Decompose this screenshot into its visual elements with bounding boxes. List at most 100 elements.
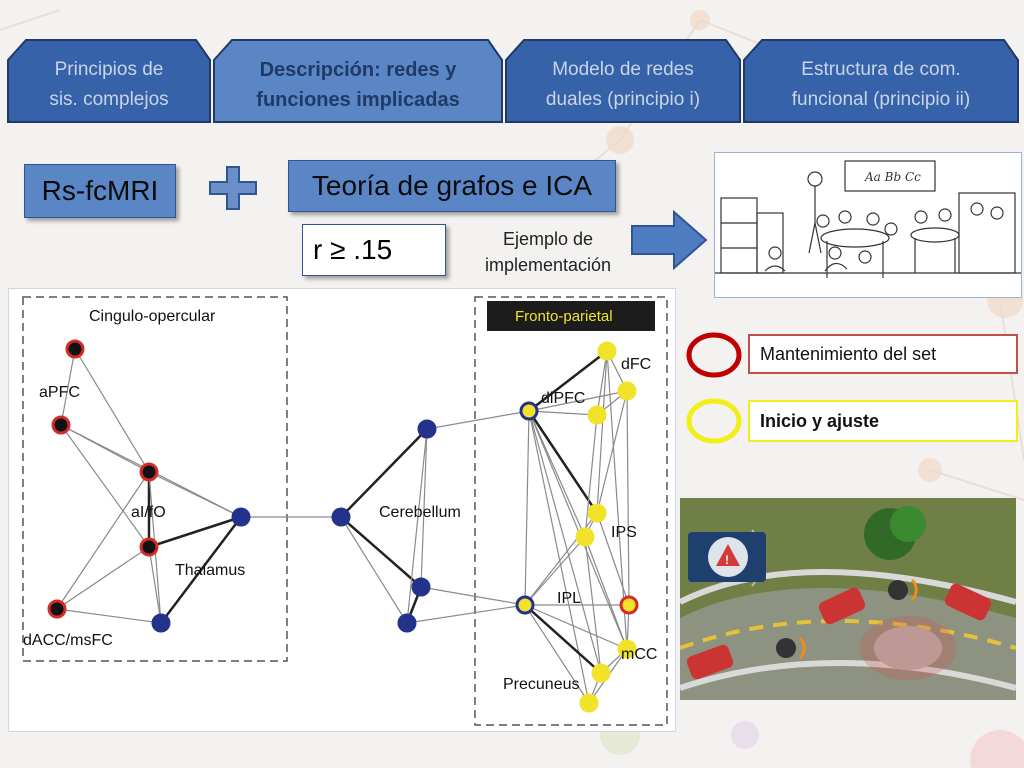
graph-theory-box: Teoría de grafos e ICA [288, 160, 616, 212]
network-node-cer3 [411, 577, 431, 597]
network-node-ipl1 [515, 595, 535, 615]
tab-label-line1: Descripción: redes y [259, 59, 457, 81]
network-node-aifo1 [139, 462, 159, 482]
graph-theory-label: Teoría de grafos e ICA [311, 170, 593, 201]
network-node-dacc [47, 599, 67, 619]
cingulo-opercular-region [22, 296, 288, 662]
network-edge [420, 586, 526, 606]
tab-shape [7, 39, 211, 123]
tab-label-line1: Estructura de com. [801, 59, 961, 80]
tab-descripcion[interactable]: Descripción: redes y funciones implicadas [212, 38, 504, 124]
network-edge [528, 390, 628, 412]
network-edge [420, 428, 428, 588]
network-edge [60, 424, 150, 548]
label-dfc: dFC [621, 356, 651, 373]
network-edge [148, 546, 162, 624]
classroom-drawing: Aa Bb Cc [715, 160, 1021, 278]
board-text: Aa Bb Cc [864, 170, 921, 184]
fronto-parietal-region [474, 296, 668, 726]
network-edge [524, 604, 628, 650]
tab-label-line2: duales (principio i) [545, 89, 701, 110]
network-edge [340, 516, 422, 588]
network-edge [528, 410, 598, 416]
driving-scene: ! [680, 498, 1016, 700]
legend-maintenance-label: Mantenimiento del set [760, 343, 937, 364]
label-thalamus: Thalamus [175, 562, 245, 579]
label-aifo: aI/fO [131, 504, 166, 521]
network-edge [56, 546, 150, 610]
network-node-cer2 [417, 419, 437, 439]
network-edge [528, 410, 628, 650]
network-node-ipl2 [619, 595, 639, 615]
yellow-ring-icon [686, 398, 742, 444]
network-edge [56, 471, 150, 610]
example-caption-line2: implementación [484, 255, 612, 275]
network-edge [340, 428, 428, 518]
label-apfc: aPFC [39, 384, 80, 401]
network-edge [406, 604, 526, 624]
network-node-ips2 [575, 527, 595, 547]
network-edge [524, 604, 590, 704]
network-node-cer4 [397, 613, 417, 633]
network-edge [596, 390, 628, 514]
classroom-illustration: Aa Bb Cc [714, 152, 1022, 298]
tab-estructura[interactable]: Estructura de com. funcional (principio i… [742, 38, 1020, 124]
network-edge [160, 516, 242, 624]
tab-label-line1: Principios de [54, 59, 164, 80]
tab-modelo-redes[interactable]: Modelo de redes duales (principio i) [504, 38, 742, 124]
red-ring-icon [686, 332, 742, 378]
driving-illustration: ! [680, 498, 1016, 700]
network-node-prec1 [591, 663, 611, 683]
threshold-box: r ≥ .15 [302, 224, 446, 276]
network-node-dfc1 [597, 341, 617, 361]
fronto-parietal-title-bg [487, 301, 655, 331]
network-graph: Cingulo-opercular Fronto-parietal aPFC a… [22, 296, 668, 726]
network-edge [60, 348, 76, 426]
network-edge [340, 516, 408, 624]
label-mcc: mCC [621, 646, 657, 663]
network-node-dfc2 [617, 381, 637, 401]
network-edge [584, 536, 628, 650]
label-dlpfc: dlPFC [541, 390, 585, 407]
network-diagram: Cingulo-opercular Fronto-parietal aPFC a… [8, 288, 676, 732]
label-ipl: IPL [557, 590, 581, 607]
network-edge [524, 410, 530, 606]
label-cerebellum: Cerebellum [379, 504, 461, 521]
network-node-prec2 [579, 693, 599, 713]
svg-text:!: ! [725, 553, 729, 567]
network-node-dlpfc [519, 401, 539, 421]
tab-shape [743, 39, 1019, 123]
label-precuneus: Precuneus [503, 676, 580, 693]
network-node-mcc [617, 639, 637, 659]
network-edge [148, 471, 242, 518]
legend-start-adjust-label: Inicio y ajuste [760, 410, 880, 431]
legend-maintenance: Mantenimiento del set [748, 334, 1018, 374]
network-node-apfc [65, 339, 85, 359]
network-edge [527, 410, 599, 514]
plus-icon [209, 166, 257, 210]
example-caption: Ejemplo de implementación [458, 226, 638, 278]
network-edge [596, 512, 630, 606]
tab-label-line2: funcional (principio ii) [791, 89, 971, 110]
network-node-aifo2 [139, 537, 159, 557]
network-node-apfc2 [51, 415, 71, 435]
label-ips: IPS [611, 524, 637, 541]
network-node-cer1 [331, 507, 351, 527]
rs-fcmri-box: Rs-fcMRI [24, 164, 176, 218]
fronto-parietal-title: Fronto-parietal [515, 308, 613, 325]
network-edge [528, 410, 602, 674]
network-edge [596, 350, 608, 514]
tab-shape [505, 39, 741, 123]
network-node-thal1 [231, 507, 251, 527]
network-edge [528, 350, 608, 412]
tab-label-line1: Modelo de redes [552, 59, 694, 80]
network-nodes [47, 339, 639, 713]
tab-label-line2: sis. complejos [49, 89, 169, 110]
network-edge [56, 608, 162, 624]
tab-principios[interactable]: Principios de sis. complejos [6, 38, 212, 124]
network-edge [596, 350, 608, 416]
network-edge [148, 515, 242, 549]
tab-label-line2: funciones implicadas [256, 89, 460, 111]
cingulo-opercular-title: Cingulo-opercular [89, 308, 216, 325]
network-node-thal2 [151, 613, 171, 633]
